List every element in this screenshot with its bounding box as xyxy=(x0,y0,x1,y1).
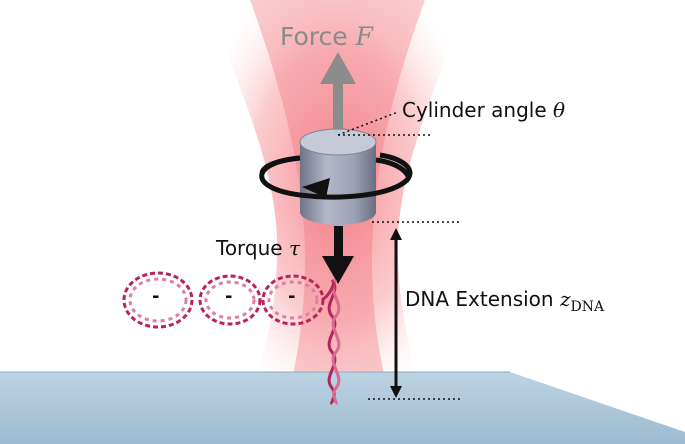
torque-text: Torque xyxy=(216,236,283,260)
dna-extension-text: DNA Extension xyxy=(405,287,554,311)
torque-symbol: τ xyxy=(288,236,301,260)
torque-label: Torque τ xyxy=(216,236,300,260)
force-symbol: F xyxy=(355,22,373,51)
dna-extension-symbol: z xyxy=(559,287,571,311)
force-label: Force F xyxy=(280,22,373,51)
guide-lines xyxy=(337,111,462,400)
dna-strand xyxy=(327,279,341,406)
supercoil-sign-3: - xyxy=(288,286,296,307)
dna-extension-label: DNA Extension zDNA xyxy=(405,287,604,315)
dna-extension-subscript: DNA xyxy=(570,299,605,315)
glass-surface xyxy=(0,372,685,444)
cylinder-angle-text: Cylinder angle xyxy=(402,98,547,122)
cylinder xyxy=(299,128,377,225)
cylinder-angle-label: Cylinder angle θ xyxy=(402,98,565,122)
cylinder-angle-symbol: θ xyxy=(553,98,566,122)
rotation-arrow xyxy=(259,152,413,200)
force-arrow xyxy=(320,52,356,132)
force-text: Force xyxy=(280,22,348,51)
dna-supercoil-loops xyxy=(122,271,336,329)
supercoil-sign-1: - xyxy=(152,286,160,307)
supercoil-sign-2: - xyxy=(225,286,233,307)
torque-arrow xyxy=(322,226,354,284)
